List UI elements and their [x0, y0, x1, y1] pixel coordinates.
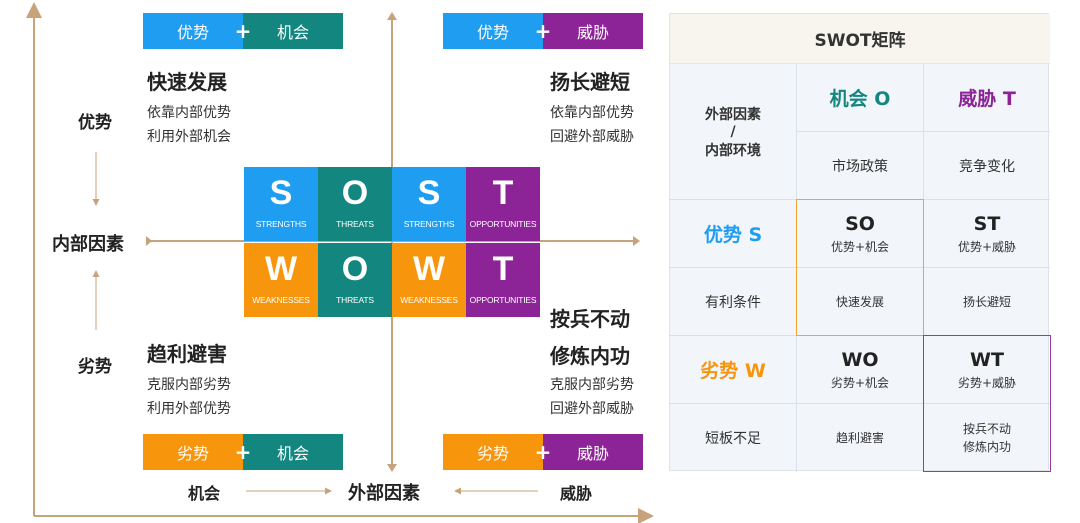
matrix-strength-sub: 有利条件: [705, 294, 761, 311]
internal-factors-label: 内部因素: [52, 234, 124, 255]
threat-label: 威胁: [560, 484, 593, 503]
matrix-wt-outline: [923, 335, 1051, 472]
wo-strategy-line2: 利用外部优势: [147, 401, 231, 417]
pill-st-right: 威胁: [543, 13, 643, 49]
matrix-wo-strategy: 趋利避害: [835, 430, 884, 445]
matrix-weakness-sub: 短板不足: [705, 430, 761, 447]
matrix-opportunity-sub: 市场政策: [832, 158, 888, 175]
axes-diagram: [26, 2, 654, 523]
wt-strategy-line1: 克服内部劣势: [550, 377, 634, 393]
so-strategy-line1: 依靠内部优势: [147, 105, 231, 121]
so-strategy-title: 快速发展: [147, 70, 227, 94]
pill-wt-right: 威胁: [543, 434, 643, 470]
swot-matrix: SWOT矩阵 外部因素 / 内部环境 机会 O 威胁 T 市场政策 竞争变化 优…: [669, 13, 1051, 472]
matrix-corner: 外部因素 / 内部环境: [705, 106, 761, 159]
matrix-wt-code: WT 劣势+威胁: [957, 348, 1017, 390]
matrix-so-strategy: 快速发展: [835, 294, 884, 309]
pill-so-right: 机会: [243, 13, 343, 49]
plus-icon: +: [234, 19, 252, 43]
pill-wt: 劣势 威胁 +: [443, 434, 643, 470]
pill-wo-right: 机会: [243, 434, 343, 470]
pill-wt-left: 劣势: [443, 434, 543, 470]
plus-icon: +: [534, 19, 552, 43]
plus-icon: +: [234, 440, 252, 464]
matrix-opportunity-header: 机会 O: [829, 88, 891, 110]
matrix-st-code: ST 优势+威胁: [957, 212, 1017, 254]
matrix-weakness-header: 劣势 W: [700, 360, 766, 382]
wt-strategy-title2: 修炼内功: [550, 344, 630, 368]
pill-st: 优势 威胁 +: [443, 13, 643, 49]
matrix-strength-header: 优势 S: [703, 224, 763, 246]
st-strategy-line1: 依靠内部优势: [550, 105, 634, 121]
plus-icon: +: [534, 440, 552, 464]
matrix-title: SWOT矩阵: [670, 14, 1050, 64]
so-strategy-line2: 利用外部机会: [147, 129, 231, 145]
matrix-wo-code: WO 劣势+机会: [830, 348, 890, 390]
matrix-threat-header: 威胁 T: [958, 88, 1016, 110]
external-factors-label: 外部因素: [348, 483, 420, 504]
st-strategy-title: 扬长避短: [550, 70, 630, 94]
matrix-so-code: SO 优势+机会: [830, 212, 890, 254]
pill-st-left: 优势: [443, 13, 543, 49]
pill-so: 优势 机会 +: [143, 13, 343, 49]
opportunity-label: 机会: [188, 484, 221, 503]
wt-strategy-title1: 按兵不动: [550, 307, 630, 331]
st-strategy-line2: 回避外部威胁: [550, 129, 634, 145]
matrix-st-strategy: 扬长避短: [962, 294, 1011, 309]
pill-wo-left: 劣势: [143, 434, 243, 470]
pill-so-left: 优势: [143, 13, 243, 49]
wt-strategy-line2: 回避外部威胁: [550, 401, 634, 417]
pill-wo: 劣势 机会 +: [143, 434, 343, 470]
wo-strategy-title: 趋利避害: [147, 342, 227, 366]
matrix-wt-strategy: 按兵不动 修炼内功: [962, 421, 1011, 454]
strength-label: 优势: [78, 113, 112, 133]
weakness-label: 劣势: [78, 357, 112, 377]
matrix-so-outline: [796, 199, 924, 336]
matrix-threat-sub: 竞争变化: [959, 158, 1015, 175]
wo-strategy-line1: 克服内部劣势: [147, 377, 231, 393]
